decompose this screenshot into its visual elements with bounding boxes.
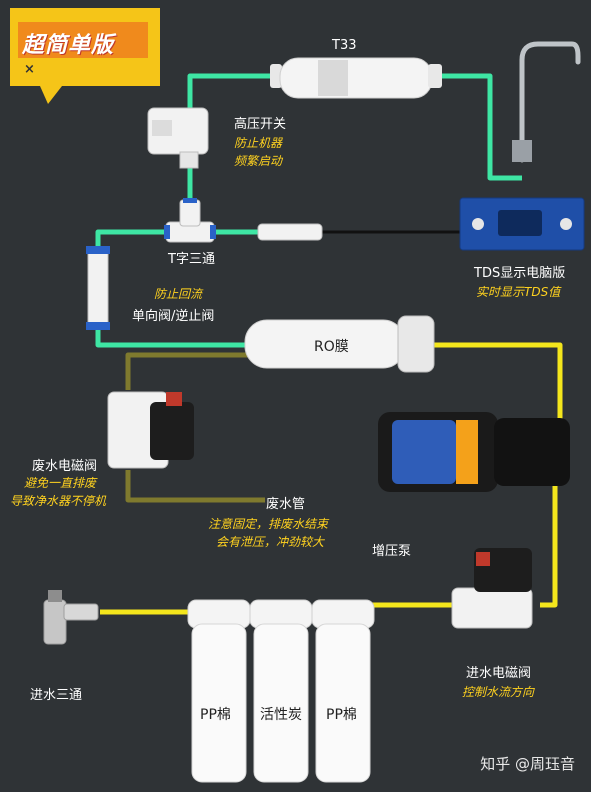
label-high-pressure-switch: 高压开关 <box>234 113 286 132</box>
label-booster-pump: 增压泵 <box>372 540 411 559</box>
label-t-tee: T字三通 <box>168 248 215 267</box>
label-inlet-tee: 进水三通 <box>30 684 82 703</box>
close-icon[interactable]: × <box>24 62 35 77</box>
label-waste-valve: 废水电磁阀 <box>32 455 97 474</box>
tds-sensor-probe <box>258 224 322 240</box>
label-carbon-filter: 活性炭 <box>260 704 302 724</box>
pipe-checkvalve-to-ro <box>98 325 250 345</box>
note-check-valve: 防止回流 <box>154 286 202 302</box>
label-pp-filter-1: PP棉 <box>200 704 231 724</box>
label-tds-board: TDS显示电脑版 <box>474 262 565 281</box>
note-tds: 实时显示TDS值 <box>476 284 560 300</box>
pp-filter-housing-2 <box>312 600 374 782</box>
pipe-waste-out <box>128 470 265 500</box>
badge-title: 超简单版 <box>22 27 114 59</box>
note-switch-2: 频繁启动 <box>234 153 282 169</box>
check-valve <box>86 246 110 330</box>
label-inlet-valve: 进水电磁阀 <box>466 662 531 681</box>
note-waste-valve-2: 导致净水器不停机 <box>10 493 106 509</box>
inlet-solenoid-valve <box>452 548 532 628</box>
note-switch-1: 防止机器 <box>234 135 282 151</box>
label-ro-membrane: RO膜 <box>314 336 349 356</box>
watermark: 知乎 @周珏音 <box>480 753 575 774</box>
tds-board <box>460 198 584 250</box>
waste-solenoid-valve <box>108 392 194 468</box>
pipe-t33-to-faucet <box>438 76 522 178</box>
booster-pump <box>378 412 570 492</box>
label-check-valve: 单向阀/逆止阀 <box>132 305 214 324</box>
note-waste-pipe-1: 注意固定，排废水结束 <box>208 516 328 532</box>
t-tee-fitting <box>164 198 216 242</box>
note-inlet-valve: 控制水流方向 <box>462 684 534 700</box>
pipe-switch-to-t33 <box>190 76 280 112</box>
pp-filter-housing-1 <box>188 600 250 782</box>
inlet-tee-valve <box>44 590 98 644</box>
pipe-pump-to-inletvalve <box>540 480 555 605</box>
t33-filter <box>270 58 442 98</box>
pipe-ro-waste-to-valve <box>128 355 250 390</box>
label-pp-filter-2: PP棉 <box>326 704 357 724</box>
carbon-filter-housing <box>250 600 312 782</box>
label-t33: T33 <box>332 38 356 53</box>
high-pressure-switch <box>148 108 208 168</box>
note-waste-pipe-2: 会有泄压，冲劲较大 <box>216 534 324 550</box>
faucet <box>512 44 578 162</box>
label-waste-pipe: 废水管 <box>266 493 305 512</box>
note-waste-valve-1: 避免一直排废 <box>24 475 96 491</box>
